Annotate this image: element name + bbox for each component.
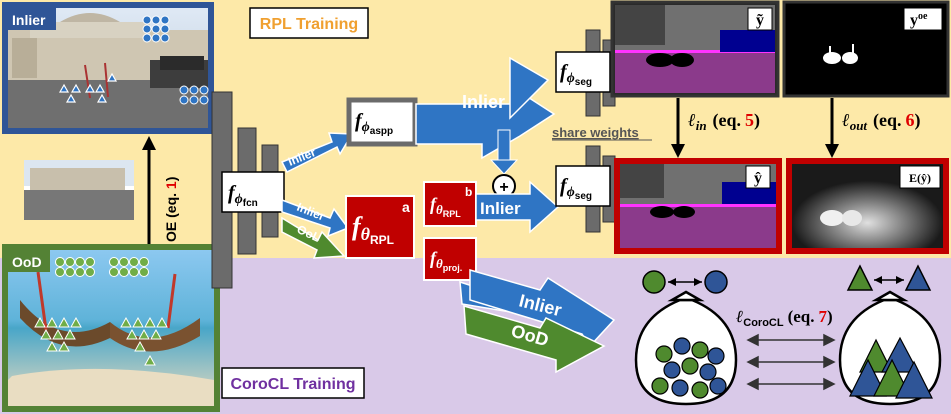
ood-triangle-markers xyxy=(34,316,168,366)
seg-top-module-box xyxy=(555,51,611,93)
loss-in-label: ℓin(eq.5) xyxy=(688,110,760,133)
seg-bottom-module-box xyxy=(555,165,611,207)
triangle-pair-green xyxy=(846,264,874,291)
output-y-hat: ŷ xyxy=(614,158,782,254)
inlier-circle-markers-bottom xyxy=(179,85,209,105)
arrow-ood-to-rpl xyxy=(281,216,346,259)
inlier-image-panel: Inlier xyxy=(2,2,214,134)
plus-symbol: + xyxy=(499,179,508,196)
circle-bag xyxy=(634,290,738,406)
arrow-inlier-merge-label: Inlier xyxy=(480,199,521,218)
aspp-module-label: fϕaspp xyxy=(355,110,393,137)
output-energy: E(ŷ) xyxy=(786,158,949,254)
triangle-bag-samples xyxy=(849,336,933,399)
rpl-module-a-label: fθRPL xyxy=(352,212,394,247)
arrow-inlier-to-aspp xyxy=(280,132,354,174)
rpl-module-b xyxy=(423,181,477,227)
output-y-oe: yoe xyxy=(782,0,950,98)
rpl-module-a xyxy=(345,195,415,259)
triangle-bag xyxy=(838,290,942,406)
oe-label: OE (eq. 1) xyxy=(163,177,179,242)
output-y-tilde-label: ỹ xyxy=(756,12,764,29)
output-y-tilde: ỹ xyxy=(610,0,780,98)
loss-corocl-label: ℓCoroCL(eq.7) xyxy=(736,307,833,329)
proj-module-label: fθproj. xyxy=(430,248,462,273)
rpl-module-b-label: fθRPL xyxy=(430,194,461,219)
arrow-inlier-big-label: Inlier xyxy=(462,92,505,112)
output-y-hat-label: ŷ xyxy=(754,170,762,187)
output-energy-label: E(ŷ) xyxy=(909,171,931,185)
corocl-title: CoroCL Training xyxy=(230,376,355,393)
proj-module xyxy=(423,237,477,281)
rpl-title-box xyxy=(249,7,369,39)
arrow-down-to-plus xyxy=(497,129,511,165)
arrow-inlier-big-head xyxy=(509,56,550,120)
inlier-triangle-markers xyxy=(58,72,118,103)
triangle-pair-blue xyxy=(904,264,932,291)
share-weights-label: share weights xyxy=(552,125,639,140)
seg-top-module-label: fϕseg xyxy=(560,61,592,88)
seg-bottom-module-label: fϕseg xyxy=(560,175,592,202)
inlier-panel-label: Inlier xyxy=(12,12,46,28)
rpl-title: RPL Training xyxy=(260,16,358,33)
loss-out-label: ℓout(eq.6) xyxy=(842,110,921,133)
fcn-module-box xyxy=(221,171,285,213)
arrow-inlier-to-rpl xyxy=(281,198,350,238)
inlier-circle-markers-top xyxy=(142,15,170,43)
oe-small-image xyxy=(24,160,134,220)
output-y-oe-label: yoe xyxy=(910,11,928,29)
circle-pair-green xyxy=(642,270,666,294)
arrow-proj-inlier-body xyxy=(469,269,616,348)
ood-panel-label: OoD xyxy=(12,254,42,270)
ood-circle-markers xyxy=(55,257,149,277)
corocl-double-arrows xyxy=(746,333,836,391)
circle-bag-samples xyxy=(651,337,727,399)
aspp-module-box xyxy=(346,97,418,147)
ood-image-panel: OoD xyxy=(2,244,220,412)
rpl-module-b-tag: b xyxy=(465,185,472,199)
corocl-title-box xyxy=(221,367,365,399)
arrow-inlier-merge xyxy=(475,180,560,234)
circle-pair-blue xyxy=(704,270,728,294)
arrow-proj-ood xyxy=(463,304,606,374)
rpl-module-a-tag: a xyxy=(402,199,410,215)
fcn-module-label: fϕfcn xyxy=(228,182,258,209)
